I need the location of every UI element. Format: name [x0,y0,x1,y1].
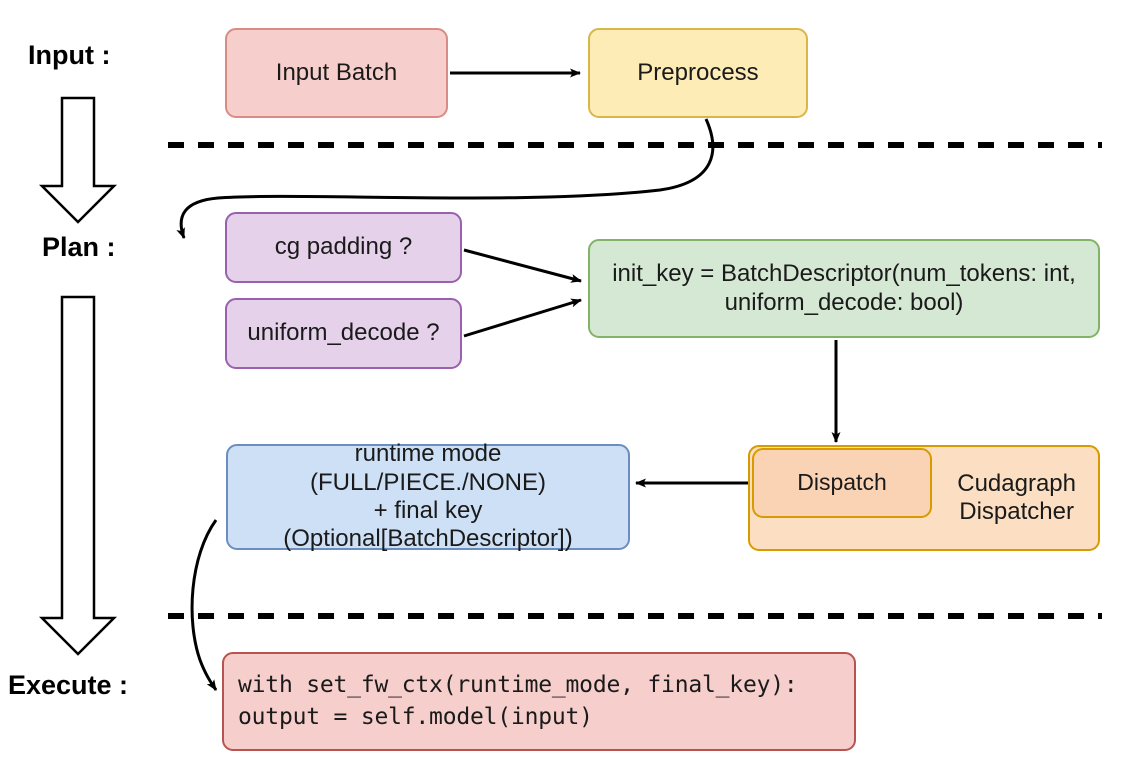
edge-runtime-mode-to-execute-code [190,519,218,691]
execute-code-label: with set_fw_ctx(runtime_mode, final_key)… [238,672,798,730]
big-arrow-input-to-plan [38,96,118,224]
init-key-label: init_key = BatchDescriptor(num_tokens: i… [612,260,1076,316]
dispatch-label: Dispatch [797,469,887,496]
cg-padding-node[interactable]: cg padding ? [225,212,462,283]
init-key-node[interactable]: init_key = BatchDescriptor(num_tokens: i… [588,239,1100,338]
stage-label-plan: Plan : [42,232,116,262]
cudagraph-dispatcher-label: Cudagraph Dispatcher [957,469,1076,525]
input-batch-label: Input Batch [275,58,398,86]
stage-label-input: Input : [28,40,111,70]
stage-label-execute: Execute : [8,670,129,700]
dispatch-node[interactable]: Dispatch [752,448,932,518]
preprocess-node[interactable]: Preprocess [588,28,808,118]
runtime-mode-node[interactable]: runtime mode (FULL/PIECE./NONE) + final … [226,440,630,552]
edge-uniform-decode-to-init-key [463,298,582,338]
cg-padding-label: cg padding ? [274,233,413,261]
input-batch-node[interactable]: Input Batch [225,28,448,118]
execute-code-node[interactable]: with set_fw_ctx(runtime_mode, final_key)… [222,652,856,751]
edge-cg-padding-to-init-key [463,248,582,283]
big-arrow-plan-to-execute [38,295,118,656]
uniform-decode-label: uniform_decode ? [247,319,440,347]
preprocess-label: Preprocess [637,58,759,86]
uniform-decode-node[interactable]: uniform_decode ? [225,298,462,369]
runtime-mode-label: runtime mode (FULL/PIECE./NONE) + final … [283,440,573,553]
